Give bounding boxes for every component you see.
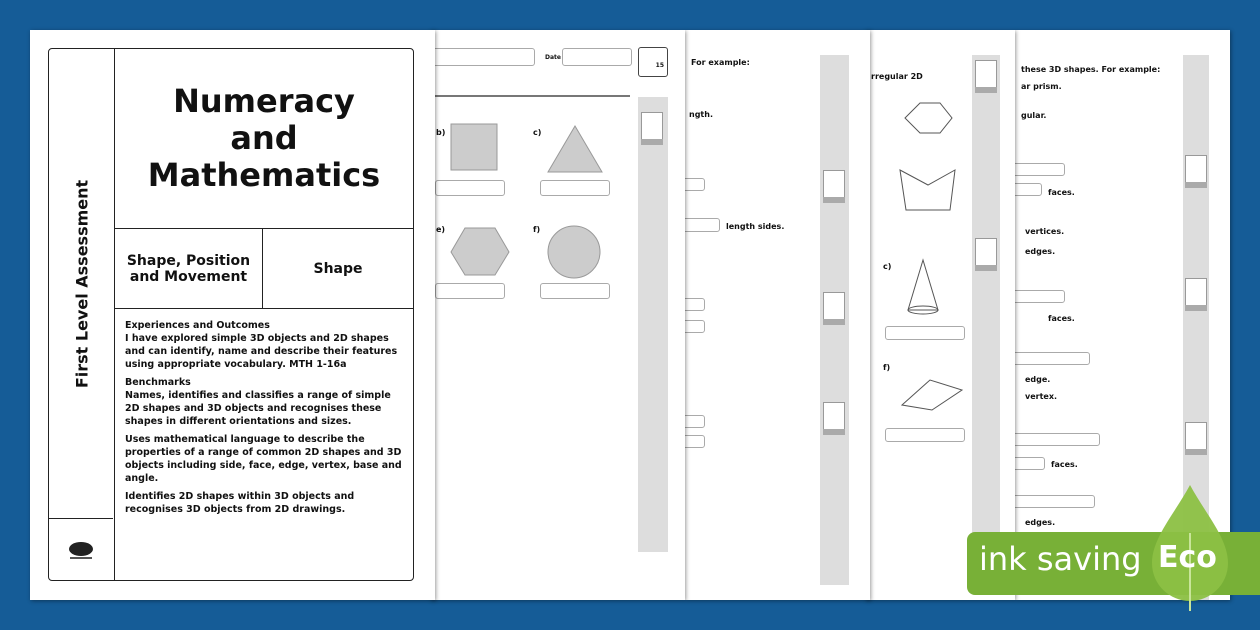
mark-box	[823, 402, 845, 435]
text: faces.	[1048, 314, 1075, 323]
answer-box	[1015, 433, 1100, 446]
answer-box	[1015, 183, 1042, 196]
benchmarks-heading: Benchmarks	[125, 377, 191, 388]
cover-frame: First Level Assessment Numeracy and Math…	[48, 48, 414, 581]
shape-drawings	[899, 102, 964, 411]
date-label: Date	[545, 54, 561, 61]
text: vertices.	[1025, 227, 1065, 236]
text: length sides.	[726, 222, 785, 231]
label: c)	[533, 128, 542, 137]
mark-box	[975, 60, 997, 93]
answer-box	[540, 283, 610, 299]
worksheet-page-4: rregular 2D c) f)	[865, 30, 1015, 600]
mark-box	[823, 292, 845, 325]
benchmark: Names, identifies and classifies a range…	[125, 390, 391, 427]
subtopic: Shape	[263, 229, 413, 309]
name-field	[430, 48, 535, 66]
answer-box	[1015, 290, 1065, 303]
answer-box	[435, 283, 505, 299]
answer-box	[540, 180, 610, 196]
eco-label: Eco	[1158, 540, 1217, 575]
answer-box	[685, 320, 705, 333]
answer-box	[685, 435, 705, 448]
experiences-heading: Experiences and Outcomes	[125, 320, 270, 331]
worksheet-page-5: these 3D shapes. For example: ar prism. …	[1015, 30, 1230, 600]
answer-box	[685, 218, 720, 232]
side-panel: First Level Assessment	[49, 49, 115, 580]
mark-box	[641, 112, 663, 145]
marks-column	[972, 55, 1000, 585]
date-field	[562, 48, 632, 66]
badge-text: ink saving	[979, 540, 1142, 578]
benchmark: Identifies 2D shapes within 3D objects a…	[125, 491, 355, 515]
divider	[430, 95, 630, 97]
text: edge.	[1025, 375, 1051, 384]
text: edges.	[1025, 247, 1056, 256]
text: edges.	[1025, 518, 1056, 527]
text: faces.	[1051, 460, 1078, 469]
label: e)	[436, 225, 446, 234]
text: f)	[883, 363, 891, 372]
mark-box	[1185, 278, 1207, 311]
answer-box	[685, 178, 705, 191]
label: f)	[533, 225, 541, 234]
marks-column	[638, 97, 668, 552]
experiences-text: I have explored simple 3D objects and 2D…	[125, 333, 398, 370]
answer-box	[435, 180, 505, 196]
text: rregular 2D	[871, 72, 923, 81]
title-line: and	[230, 119, 298, 157]
mark-box	[1185, 422, 1207, 455]
title-line: Mathematics	[147, 156, 381, 194]
benchmark: Uses mathematical language to describe t…	[125, 434, 402, 484]
mark-box	[975, 238, 997, 271]
answer-box	[685, 298, 705, 311]
shape-drawings	[450, 123, 603, 279]
answer-box	[1015, 352, 1090, 365]
answer-box	[885, 428, 965, 442]
score: 15	[655, 62, 664, 69]
page-title: Numeracy and Mathematics	[115, 49, 413, 229]
cover-page: First Level Assessment Numeracy and Math…	[30, 30, 435, 600]
title-line: Numeracy	[173, 82, 355, 120]
logo-icon	[69, 541, 93, 559]
answer-box	[1015, 495, 1095, 508]
assessment-level: First Level Assessment	[72, 179, 92, 389]
mark-box	[1185, 155, 1207, 188]
answer-box	[685, 415, 705, 428]
text: faces.	[1048, 188, 1075, 197]
total-score-box: 15	[638, 47, 668, 77]
text: these 3D shapes. For example:	[1021, 65, 1161, 74]
text: gular.	[1021, 111, 1047, 120]
text: vertex.	[1025, 392, 1058, 401]
label: b)	[436, 128, 446, 137]
answer-box	[1015, 457, 1045, 470]
text: For example:	[691, 58, 750, 67]
topic: Shape, Position and Movement	[115, 229, 263, 309]
worksheet-page-2: Date 15 b) c) e) f)	[430, 30, 685, 600]
answer-box	[885, 326, 965, 340]
answer-box	[1015, 163, 1065, 176]
mark-box	[823, 170, 845, 203]
text: ar prism.	[1021, 82, 1062, 91]
logo	[49, 518, 113, 580]
worksheet-page-3: For example: ngth. length sides.	[685, 30, 870, 600]
text: c)	[883, 262, 892, 271]
cover-body: Experiences and Outcomes I have explored…	[125, 319, 405, 521]
leaf-icon	[1152, 485, 1228, 611]
text: ngth.	[689, 110, 713, 119]
